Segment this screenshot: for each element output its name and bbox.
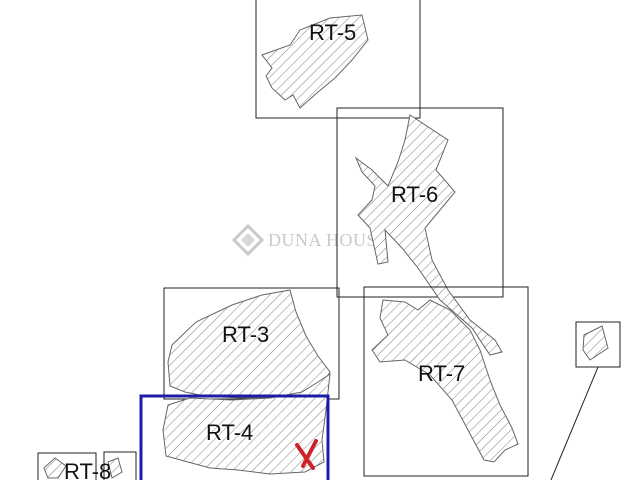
parcel-rt-3[interactable]: RT-3	[163, 287, 340, 400]
parcel-label: RT-5	[309, 20, 356, 45]
parcel-frame-highlight	[139, 394, 330, 480]
house-logo-icon	[231, 223, 265, 257]
leader-line	[550, 366, 599, 480]
parcel-frame	[37, 452, 97, 480]
parcel-shape	[354, 114, 503, 356]
parcel-frame-secondary	[103, 451, 137, 480]
parcel-label: RT-7	[418, 361, 465, 386]
inset-shape	[582, 325, 609, 361]
parcel-frame	[336, 107, 504, 298]
parcel-rt-5[interactable]: RT-5	[255, 0, 421, 119]
parcel-shape	[167, 289, 331, 399]
parcel-rt-8[interactable]: RT-8	[37, 451, 137, 480]
parcel-shape	[261, 14, 369, 109]
parcel-shape	[107, 457, 123, 479]
cross-mark-icon	[295, 439, 318, 470]
parcel-frame	[255, 0, 421, 119]
watermark: DUNA HOUSE	[231, 223, 389, 257]
parcel-rt-4[interactable]: RT-4	[139, 372, 331, 480]
parcel-label: RT-3	[222, 322, 269, 347]
parcel-shape	[162, 372, 331, 475]
inset-parcel[interactable]	[550, 321, 621, 480]
parcel-label: RT-6	[391, 182, 438, 207]
parcel-shape	[43, 457, 67, 479]
parcel-label: RT-8	[64, 459, 111, 480]
parcel-rt-6[interactable]: RT-6	[336, 107, 504, 356]
parcel-shape	[371, 299, 519, 463]
parcel-frame	[363, 286, 529, 477]
parcel-label: RT-4	[206, 420, 253, 445]
parcel-rt-7[interactable]: RT-7	[363, 286, 529, 477]
watermark-text: DUNA HOUSE	[268, 230, 389, 250]
